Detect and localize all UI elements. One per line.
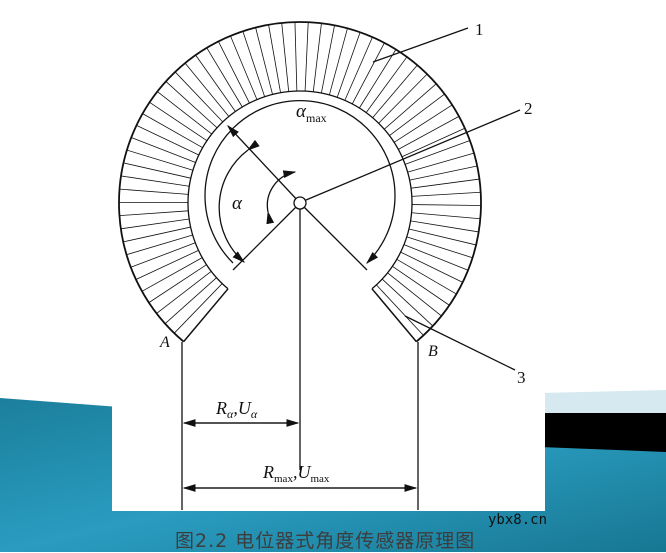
coil-winding bbox=[313, 23, 321, 92]
figure-panel: 1 2 3 A B α αmax Rα,Uα Rmax,Umax bbox=[112, 0, 545, 511]
label-b: B bbox=[428, 343, 438, 360]
coil-winding bbox=[412, 213, 481, 219]
coil-winding bbox=[121, 176, 189, 186]
coil-winding bbox=[411, 221, 479, 232]
coil-winding bbox=[404, 245, 468, 271]
coil-winding bbox=[119, 211, 188, 216]
coil-winding bbox=[123, 163, 190, 178]
coil-winding bbox=[410, 166, 478, 180]
ring-end-b bbox=[372, 289, 416, 342]
radial-line-a bbox=[233, 203, 300, 270]
coil-winding bbox=[174, 284, 222, 334]
label-alpha: α bbox=[232, 193, 243, 214]
label-r-max-u-max: Rmax,Umax bbox=[262, 462, 330, 485]
coil-winding bbox=[127, 235, 193, 255]
coil-winding bbox=[282, 23, 289, 92]
watermark: ybx8.cn bbox=[488, 512, 547, 528]
label-1: 1 bbox=[475, 20, 484, 39]
figure-caption: 图2.2 电位器式角度传感器原理图 bbox=[175, 526, 475, 553]
coil-winding bbox=[412, 192, 481, 196]
light-strip bbox=[540, 390, 666, 413]
label-a: A bbox=[159, 334, 170, 351]
coil-winding bbox=[409, 229, 476, 245]
coil-winding bbox=[295, 22, 297, 91]
coil-winding bbox=[379, 74, 427, 123]
label-2: 2 bbox=[524, 99, 533, 118]
radial-line-b bbox=[300, 203, 367, 270]
label-3: 3 bbox=[517, 368, 526, 387]
coil-winding bbox=[305, 22, 308, 91]
dark-strip bbox=[540, 413, 666, 452]
pivot-shaft bbox=[294, 197, 306, 209]
label-alpha-max: αmax bbox=[296, 101, 327, 125]
rotation-arrow bbox=[267, 172, 295, 212]
coil-winding bbox=[407, 237, 473, 258]
coil-winding bbox=[376, 285, 423, 335]
coil-winding bbox=[230, 36, 257, 100]
coil-winding bbox=[269, 25, 281, 93]
coil-winding bbox=[131, 138, 195, 163]
label-r-alpha-u-alpha: Rα,Uα bbox=[215, 398, 258, 421]
wiper-pointer bbox=[228, 126, 300, 203]
coil-winding bbox=[127, 150, 193, 170]
ring-end-a bbox=[184, 289, 228, 342]
coil-winding bbox=[123, 227, 190, 242]
coil-winding bbox=[121, 219, 189, 229]
coil-winding bbox=[411, 179, 479, 188]
leader-3 bbox=[405, 316, 515, 370]
coil-winding bbox=[412, 205, 481, 206]
coil-winding bbox=[120, 189, 189, 194]
coil-winding bbox=[345, 37, 373, 100]
coil-winding bbox=[243, 31, 265, 96]
coil-winding bbox=[256, 28, 273, 95]
leader-2 bbox=[306, 110, 520, 200]
potentiometer-diagram: 1 2 3 A B α αmax Rα,Uα Rmax,Umax bbox=[112, 0, 545, 511]
coil-winding bbox=[131, 243, 196, 268]
coil-winding bbox=[408, 153, 474, 172]
coil-winding bbox=[359, 50, 396, 109]
coil-winding bbox=[337, 32, 360, 97]
